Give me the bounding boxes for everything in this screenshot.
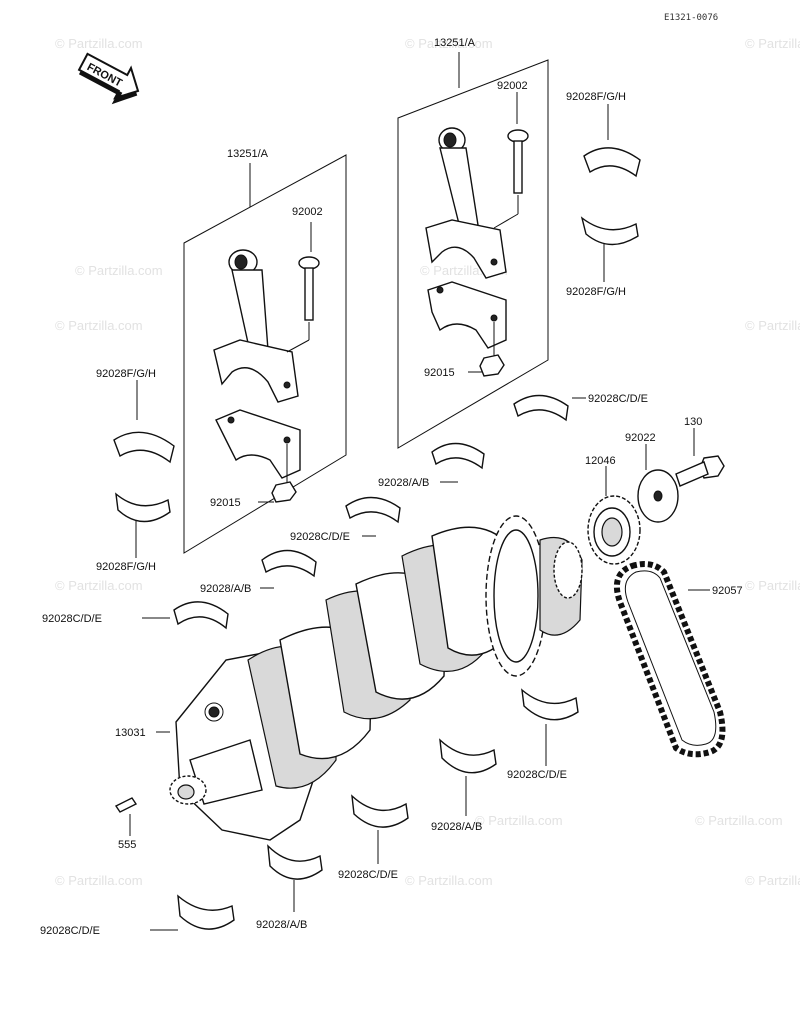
bearing-cde-2: 92028C/D/E — [290, 496, 401, 543]
bolt-92002-right: 92002 — [493, 80, 529, 229]
bearing-fgh-lower-right: 92028F/G/H — [566, 216, 639, 298]
watermark: © Partzilla.com — [405, 36, 493, 51]
watermark: © Partzilla.com — [745, 318, 800, 333]
label-bearing-fgh-lower-right: 92028F/G/H — [566, 286, 626, 298]
bearing-cde-3: 92028C/D/E — [42, 601, 229, 630]
nut-92015-right: 92015 — [424, 354, 505, 379]
bearing-cde-1: 92028C/D/E — [513, 393, 648, 422]
label-bolt-130: 130 — [684, 416, 702, 428]
label-nut-right: 92015 — [424, 367, 455, 379]
label-bearing-cde-1: 92028C/D/E — [588, 393, 648, 405]
label-bearing-cde-4: 92028C/D/E — [507, 769, 567, 781]
label-washer: 92022 — [625, 432, 656, 444]
watermark: © Partzilla.com — [55, 318, 143, 333]
bearing-ab-2: 92028/A/B — [200, 549, 317, 595]
bolt-130: 130 — [675, 416, 725, 487]
watermark: © Partzilla.com — [745, 578, 800, 593]
label-bearing-ab-3: 92028/A/B — [431, 821, 482, 833]
label-bearing-cde-2: 92028C/D/E — [290, 531, 350, 543]
label-conrod-left: 13251/A — [227, 148, 269, 160]
nut-92015-left: 92015 — [210, 481, 297, 509]
watermark-layer: © Partzilla.com © Partzilla.com © Partzi… — [55, 36, 800, 888]
label-bearing-cde-5: 92028C/D/E — [338, 869, 398, 881]
conrod-cap-left — [215, 409, 301, 485]
label-nut-left: 92015 — [210, 497, 241, 509]
bolt-92002-left: 92002 — [286, 206, 323, 353]
watermark: © Partzilla.com — [55, 578, 143, 593]
watermark: © Partzilla.com — [745, 873, 800, 888]
front-arrow: FRONT — [77, 52, 140, 105]
watermark: © Partzilla.com — [75, 263, 163, 278]
connecting-rod-right — [425, 127, 507, 279]
label-bolt-left: 92002 — [292, 206, 323, 218]
crankshaft-13031: 13031 — [115, 515, 583, 841]
bearing-fgh-upper-left: 92028F/G/H — [96, 368, 175, 464]
watermark: © Partzilla.com — [695, 813, 783, 828]
conrod-box-right: 13251/A — [397, 37, 549, 449]
diagram-code: E1321-0076 — [664, 13, 718, 23]
watermark: © Partzilla.com — [55, 36, 143, 51]
pin-555: 555 — [114, 797, 138, 851]
label-bolt-right: 92002 — [497, 80, 528, 92]
label-bearing-fgh-lower-left: 92028F/G/H — [96, 561, 156, 573]
watermark: © Partzilla.com — [405, 873, 493, 888]
label-bearing-fgh-upper-right: 92028F/G/H — [566, 91, 626, 103]
bearing-fgh-lower-left: 92028F/G/H — [96, 492, 171, 573]
label-bearing-fgh-upper-left: 92028F/G/H — [96, 368, 156, 380]
label-bearing-ab-4: 92028/A/B — [256, 919, 307, 931]
bearing-ab-1: 92028/A/B — [378, 442, 485, 489]
connecting-rod-left — [213, 249, 299, 403]
bearing-cde-5: 92028C/D/E — [338, 794, 409, 881]
conrod-box-left: 13251/A — [183, 148, 347, 554]
bearing-cde-6: 92028C/D/E — [40, 894, 235, 937]
watermark: © Partzilla.com — [745, 36, 800, 51]
bearing-ab-3: 92028/A/B — [431, 738, 497, 833]
label-sprocket: 12046 — [585, 455, 616, 467]
label-bearing-ab-2: 92028/A/B — [200, 583, 251, 595]
sprocket-12046: 12046 — [585, 455, 641, 565]
bearing-ab-4: 92028/A/B — [256, 844, 323, 931]
washer-92022: 92022 — [625, 432, 679, 523]
bearing-cde-4: 92028C/D/E — [507, 688, 579, 781]
label-conrod-right: 13251/A — [434, 37, 476, 49]
bearing-fgh-upper-right: 92028F/G/H — [566, 91, 641, 178]
label-pin: 555 — [118, 839, 136, 851]
watermark: © Partzilla.com — [475, 813, 563, 828]
label-bearing-cde-6: 92028C/D/E — [40, 925, 100, 937]
label-bearing-ab-1: 92028/A/B — [378, 477, 429, 489]
label-crankshaft: 13031 — [115, 727, 146, 739]
watermark: © Partzilla.com — [55, 873, 143, 888]
label-bearing-cde-3: 92028C/D/E — [42, 613, 102, 625]
label-chain: 92057 — [712, 585, 743, 597]
cam-chain-92057: 92057 — [614, 561, 743, 758]
conrod-cap-right — [427, 281, 507, 356]
